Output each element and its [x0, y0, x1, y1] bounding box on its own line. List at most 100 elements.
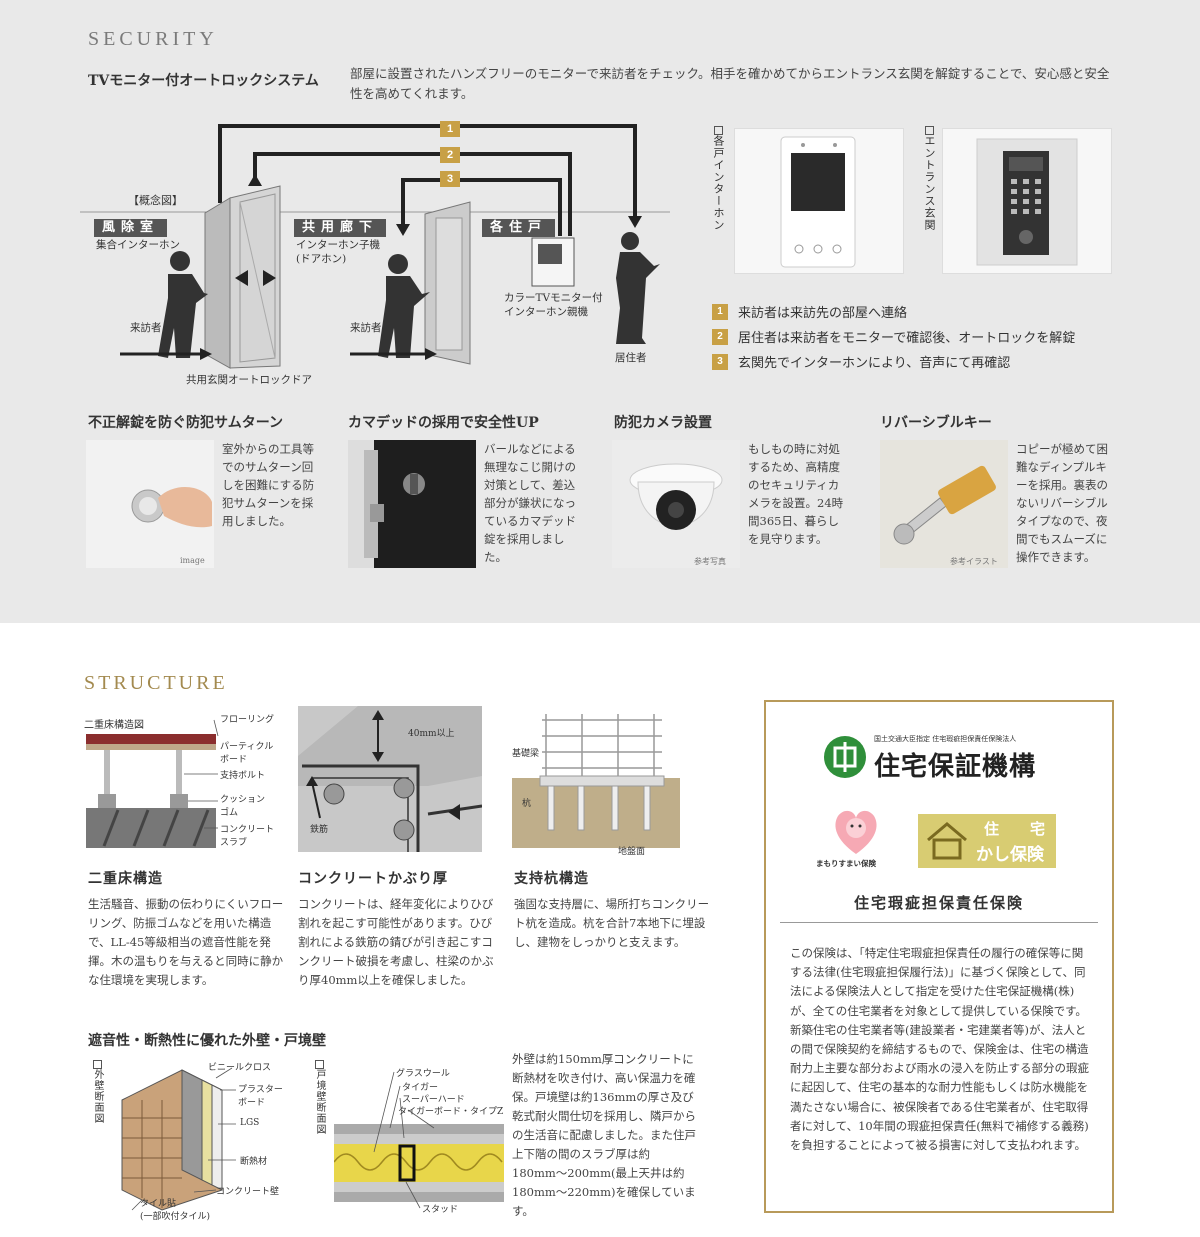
diagram-step-3-badge: 3	[440, 171, 460, 187]
concrete-cover-illustration	[298, 706, 483, 852]
rebar-label: 鉄筋	[310, 825, 329, 835]
thumbturn-caption: image	[180, 556, 205, 565]
tiger-label: タイガー	[402, 1083, 439, 1093]
feature-kamadead-text: バールなどによる無理なこじ開けの対策として、差込部分が鎌状になっているカマデッド…	[484, 442, 576, 564]
pile-label: 杭	[522, 799, 532, 809]
double-floor-figure-title: 二重床構造図	[84, 720, 144, 731]
zone-corridor-sub1: インターホン子機	[296, 239, 380, 251]
security-section: SECURITY TVモニター付オートロックシステム 部屋に設置されたハンズフリ…	[0, 0, 1200, 623]
zone-corridor-sub2: (ドアホン)	[296, 253, 347, 265]
camera-caption: 参考写真	[694, 557, 726, 566]
mascot-label: まもりすまい保険	[816, 859, 876, 868]
zone-corridor: 共用廊下	[294, 219, 387, 237]
checkbox-icon	[92, 1060, 102, 1069]
outer-wall-label: 外壁断面図	[90, 1060, 105, 1124]
overview-label: 【概念図】	[128, 194, 183, 207]
feature-thumbturn-text: 室外からの工具等でのサムターン回しを困難にする防犯サムターンを採用しました。	[222, 442, 315, 528]
insurance-divider	[780, 922, 1098, 923]
double-floor-illustration	[86, 719, 219, 848]
thumbturn-icon	[131, 486, 212, 528]
party-wall-diagram: グラスウール タイガー スーパーハード タイガーボード・タイプZ スタッド	[333, 1062, 504, 1222]
cushion-rubber-label: クッションゴム	[220, 795, 266, 818]
step-text: 来訪者は来訪先の部屋へ連絡	[738, 306, 908, 321]
concrete-slab-label: コンクリートスラブ	[220, 825, 275, 848]
insurance-panel: 国土交通大臣指定 住宅瑕疵担保責任保険法人 住宅保証機構 まもりすまい保険 住 …	[764, 700, 1114, 1213]
step-number: 2	[712, 328, 728, 345]
cover-thickness-label: 40mm以上	[408, 729, 455, 739]
wall-section-title: 遮音性・断熱性に優れた外壁・戸境壁	[88, 1033, 326, 1049]
concrete-wall-label: コンクリート壁	[216, 1187, 280, 1197]
structure-heading: STRUCTURE	[84, 672, 228, 694]
stud-label: スタッド	[422, 1205, 459, 1215]
unit-intercom-photo	[734, 128, 904, 274]
particle-board-label: パーティクルボード	[220, 742, 274, 765]
wall-section-text: 外壁は約150mm厚コンクリートに断熱材を吹き付け、高い保温力を確保。戸境壁は約…	[512, 1052, 696, 1218]
dimple-key-icon	[893, 465, 996, 545]
ground-label: 地盤面	[618, 847, 646, 857]
pile-title: 支持杭構造	[514, 871, 589, 887]
lgs-label: LGS	[240, 1118, 260, 1128]
glass-wool-label: グラスウール	[396, 1069, 450, 1079]
concrete-cover-diagram: 40mm以上 鉄筋	[298, 706, 498, 856]
party-wall-label: 戸境壁断面図	[312, 1060, 327, 1135]
tile-label: タイル貼(一部吹付タイル)	[140, 1199, 211, 1222]
feature-camera-title: 防犯カメラ設置	[614, 415, 712, 431]
lock-icon	[348, 440, 425, 568]
step-item: 1 来訪者は来訪先の部屋へ連絡	[712, 303, 1075, 321]
zone-windbreak-sub: 集合インターホン	[96, 239, 180, 251]
vinyl-cloth-label: ビニールクロス	[208, 1063, 272, 1073]
autolock-description: 部屋に設置されたハンズフリーのモニターで来訪者をチェック。相手を確かめてからエン…	[350, 66, 1110, 101]
diagram-lines	[80, 124, 670, 369]
mascot	[832, 806, 880, 860]
badge-char-2: 宅	[1030, 820, 1046, 838]
key-illustration: 参考イラスト	[880, 440, 1008, 568]
autolock-door-label: 共用玄関オートロックドア	[186, 374, 312, 386]
feature-kamadead-title: カマデッドの採用で安全性UP	[348, 415, 539, 431]
double-floor-text: 生活騒音、振動の伝わりにくいフローリング、防振ゴムなどを用いた構造で、LL-45…	[88, 897, 284, 987]
entrance-intercom-photo	[942, 128, 1112, 274]
step-number: 3	[712, 353, 728, 370]
diagram-step-1-badge: 1	[440, 121, 460, 137]
autolock-steps: 1 来訪者は来訪先の部屋へ連絡 2 居住者は来訪者をモニターで確認後、オートロックを…	[712, 303, 1075, 378]
flooring-label: フローリング	[220, 715, 275, 725]
insurance-heading: 住宅瑕疵担保責任保険	[853, 894, 1024, 912]
pile-text: 強固な支持層に、場所打ちコンクリート杭を造成。杭を合計7本地下に埋設し、建物をし…	[514, 897, 710, 949]
org-subtitle: 国土交通大臣指定 住宅瑕疵担保責任保険法人	[874, 735, 1017, 743]
tiger-board-label: タイガーボード・タイプZ	[398, 1107, 504, 1117]
kashi-badge: 住 宅 かし保険	[918, 814, 1056, 868]
insulation-label: 断熱材	[240, 1157, 268, 1167]
entrance-panel-icon	[976, 138, 1078, 266]
badge-char-1: 住	[984, 820, 1000, 838]
autolock-diagram: 1 2 3 【概念図】 風除室 集合インターホン 共用廊下 インターホン子機 (…	[80, 118, 680, 398]
monitor-label-2: インターホン親機	[504, 306, 588, 318]
double-floor-diagram: 二重床構造図 フローリング パーティクルボード 支持ボルト クッションゴム コン…	[84, 706, 284, 856]
unit-intercom-label: 各戸インターホン	[710, 126, 726, 231]
double-floor-title: 二重床構造	[88, 871, 163, 887]
security-heading: SECURITY	[88, 28, 218, 50]
concrete-cover-title: コンクリートかぶり厚	[298, 871, 448, 887]
step-text: 居住者は来訪者をモニターで確認後、オートロックを解錠	[738, 331, 1076, 346]
zone-windbreak: 風除室	[94, 219, 168, 237]
feature-camera-text: もしもの時に対処するため、高精度のセキュリティカメラを設置。24時間365日、暮…	[748, 442, 844, 546]
intercom-monitor-icon	[780, 136, 856, 268]
visitor-label-2: 来訪者	[350, 322, 382, 334]
plaster-board-label: プラスターボード	[238, 1085, 283, 1108]
camera-photo: 参考写真	[612, 440, 740, 568]
org-logo	[822, 734, 868, 784]
pile-illustration	[512, 714, 680, 848]
step-text: 玄関先でインターホンにより、音声にて再確認	[738, 356, 1011, 371]
checkbox-icon	[314, 1060, 324, 1069]
visitor-label-1: 来訪者	[130, 322, 162, 334]
kamadead-photo	[348, 440, 476, 568]
entrance-intercom-label: エントランス玄関	[921, 126, 937, 231]
mascot-icon	[835, 810, 877, 854]
feature-key-text: コピーが極めて困難なディンプルキーを採用。裏表のないリバーシブルタイプなので、夜…	[1016, 442, 1108, 564]
concrete-cover-text: コンクリートは、経年変化によりひび割れを起こす可能性があります。ひび割れによる鉄…	[298, 897, 494, 987]
resident-label: 居住者	[615, 352, 647, 364]
org-name: 住宅保証機構	[874, 752, 1037, 782]
step-number: 1	[712, 303, 728, 320]
outer-wall-illustration	[121, 1067, 236, 1211]
party-wall-illustration	[333, 1071, 504, 1209]
checkbox-icon	[713, 126, 723, 135]
insurance-text: この保険は、「特定住宅瑕疵担保責任の履行の確保等に関する法律(住宅瑕疵担保履行法…	[790, 946, 1089, 1153]
